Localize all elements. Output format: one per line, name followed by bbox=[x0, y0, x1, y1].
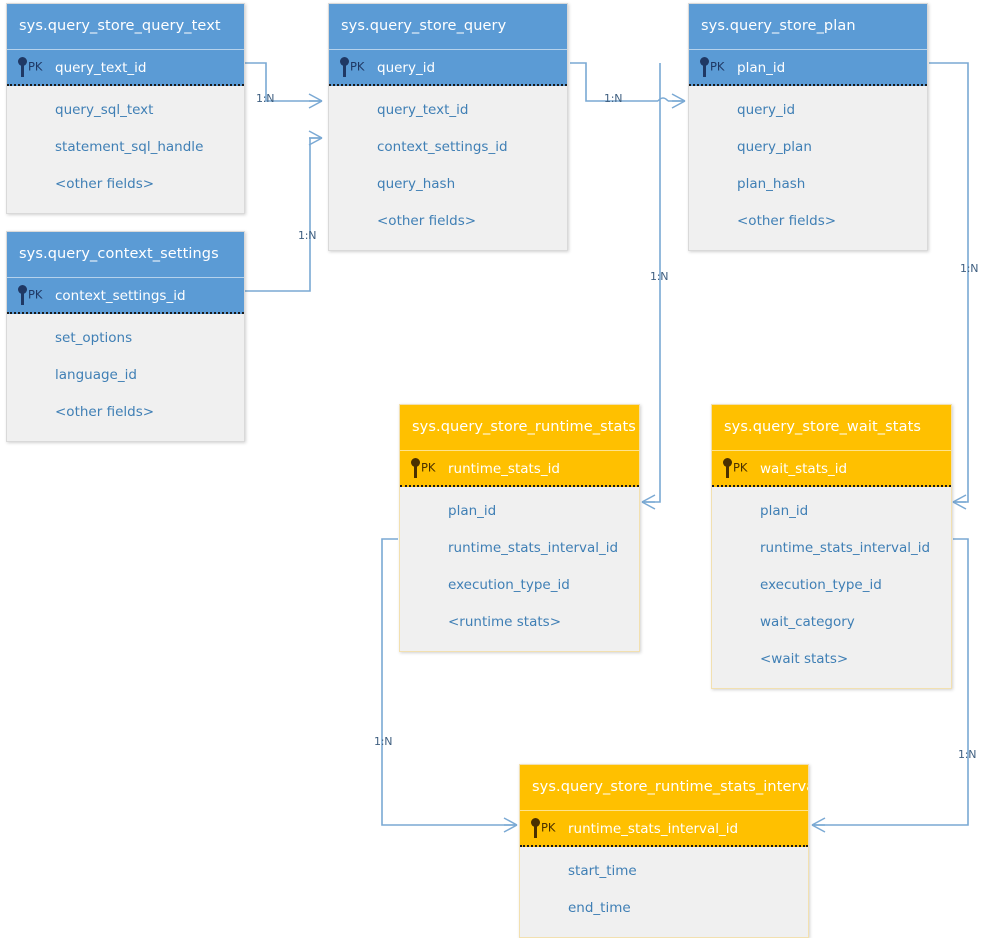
pk-field-name: wait_stats_id bbox=[760, 461, 848, 477]
entity-field[interactable]: execution_type_id bbox=[448, 577, 570, 593]
entity-primary-key-row[interactable]: PK query_id bbox=[329, 49, 567, 86]
entity-primary-key-row[interactable]: PK query_text_id bbox=[7, 49, 244, 86]
pk-field-name: query_id bbox=[377, 60, 436, 76]
pk-tag: PK bbox=[710, 59, 725, 74]
entity-primary-key-row[interactable]: PK runtime_stats_id bbox=[400, 450, 639, 487]
entity-field[interactable]: plan_id bbox=[760, 503, 809, 519]
pk-tag: PK bbox=[28, 59, 43, 74]
cardinality-label: 1:N bbox=[650, 270, 669, 283]
cardinality-label: 1:N bbox=[298, 229, 317, 242]
pk-field-name: runtime_stats_interval_id bbox=[568, 821, 739, 837]
entity-field[interactable]: start_time bbox=[568, 863, 637, 879]
entity-field[interactable]: end_time bbox=[568, 900, 631, 916]
entity-field[interactable]: query_hash bbox=[377, 176, 456, 192]
key-icon bbox=[723, 458, 732, 478]
entity-title: sys.query_store_runtime_stats bbox=[400, 405, 639, 450]
entity-field[interactable]: set_options bbox=[55, 330, 133, 346]
cardinality-label: 1:N bbox=[604, 92, 623, 105]
cardinality-label: 1:N bbox=[960, 262, 979, 275]
entity-field[interactable]: runtime_stats_interval_id bbox=[760, 540, 931, 556]
cardinality-label: 1:N bbox=[374, 735, 393, 748]
key-icon bbox=[411, 458, 420, 478]
entity-query-store-runtime-stats[interactable]: sys.query_store_runtime_stats PK runtime… bbox=[399, 404, 640, 652]
pk-field-name: query_text_id bbox=[55, 60, 147, 76]
entity-field[interactable]: wait_category bbox=[760, 614, 855, 630]
entity-title: sys.query_store_query bbox=[329, 4, 567, 49]
entity-field[interactable]: context_settings_id bbox=[377, 139, 508, 155]
entity-query-store-query-text[interactable]: sys.query_store_query_text PK query_text… bbox=[6, 3, 245, 214]
key-icon bbox=[531, 818, 540, 838]
entity-field[interactable]: <wait stats> bbox=[760, 651, 849, 667]
pk-field-name: runtime_stats_id bbox=[448, 461, 560, 477]
line-hop bbox=[657, 97, 669, 102]
entity-query-store-plan[interactable]: sys.query_store_plan PK plan_id query_id… bbox=[688, 3, 928, 251]
entity-title: sys.query_store_wait_stats bbox=[712, 405, 951, 450]
entity-query-store-runtime-stats-interval[interactable]: sys.query_store_runtime_stats_interval P… bbox=[519, 764, 809, 938]
pk-tag: PK bbox=[350, 59, 365, 74]
entity-primary-key-row[interactable]: PK runtime_stats_interval_id bbox=[520, 810, 808, 847]
entity-field[interactable]: <other fields> bbox=[737, 213, 837, 229]
entity-field[interactable]: runtime_stats_interval_id bbox=[448, 540, 619, 556]
entity-title: sys.query_store_query_text bbox=[7, 4, 244, 49]
entity-field-list: query_sql_text statement_sql_handle <oth… bbox=[7, 86, 244, 213]
entity-title: sys.query_store_plan bbox=[689, 4, 927, 49]
pk-field-name: plan_id bbox=[737, 60, 786, 76]
entity-field-list: query_id query_plan plan_hash <other fie… bbox=[689, 86, 927, 250]
entity-query-store-wait-stats[interactable]: sys.query_store_wait_stats PK wait_stats… bbox=[711, 404, 952, 689]
entity-field[interactable]: plan_id bbox=[448, 503, 497, 519]
entity-field-list: plan_id runtime_stats_interval_id execut… bbox=[712, 487, 951, 688]
pk-tag: PK bbox=[733, 460, 748, 475]
entity-primary-key-row[interactable]: PK context_settings_id bbox=[7, 277, 244, 314]
key-icon bbox=[18, 57, 27, 77]
entity-query-store-query[interactable]: sys.query_store_query PK query_id query_… bbox=[328, 3, 568, 251]
entity-field-list: start_time end_time bbox=[520, 847, 808, 937]
entity-field-list: set_options language_id <other fields> bbox=[7, 314, 244, 441]
entity-field-list: plan_id runtime_stats_interval_id execut… bbox=[400, 487, 639, 651]
entity-primary-key-row[interactable]: PK wait_stats_id bbox=[712, 450, 951, 487]
entity-field[interactable]: <runtime stats> bbox=[448, 614, 562, 630]
key-icon bbox=[18, 285, 27, 305]
pk-tag: PK bbox=[421, 460, 436, 475]
entity-field[interactable]: execution_type_id bbox=[760, 577, 882, 593]
entity-field[interactable]: statement_sql_handle bbox=[55, 139, 204, 155]
entity-field[interactable]: query_plan bbox=[737, 139, 812, 155]
entity-primary-key-row[interactable]: PK plan_id bbox=[689, 49, 927, 86]
entity-title: sys.query_store_runtime_stats_interval bbox=[520, 765, 808, 810]
entity-field[interactable]: plan_hash bbox=[737, 176, 806, 192]
cardinality-label: 1:N bbox=[256, 92, 275, 105]
pk-tag: PK bbox=[541, 820, 556, 835]
entity-title: sys.query_context_settings bbox=[7, 232, 244, 277]
entity-query-context-settings[interactable]: sys.query_context_settings PK context_se… bbox=[6, 231, 245, 442]
entity-field[interactable]: <other fields> bbox=[55, 176, 155, 192]
pk-field-name: context_settings_id bbox=[55, 288, 186, 304]
key-icon bbox=[700, 57, 709, 77]
entity-field[interactable]: <other fields> bbox=[377, 213, 477, 229]
key-icon bbox=[340, 57, 349, 77]
entity-field[interactable]: <other fields> bbox=[55, 404, 155, 420]
pk-tag: PK bbox=[28, 287, 43, 302]
entity-field-list: query_text_id context_settings_id query_… bbox=[329, 86, 567, 250]
entity-field[interactable]: query_text_id bbox=[377, 102, 469, 118]
link-context-settings-to-query bbox=[245, 137, 322, 292]
entity-field[interactable]: language_id bbox=[55, 367, 137, 383]
entity-field[interactable]: query_sql_text bbox=[55, 102, 154, 118]
cardinality-label: 1:N bbox=[958, 748, 977, 761]
entity-field[interactable]: query_id bbox=[737, 102, 796, 118]
